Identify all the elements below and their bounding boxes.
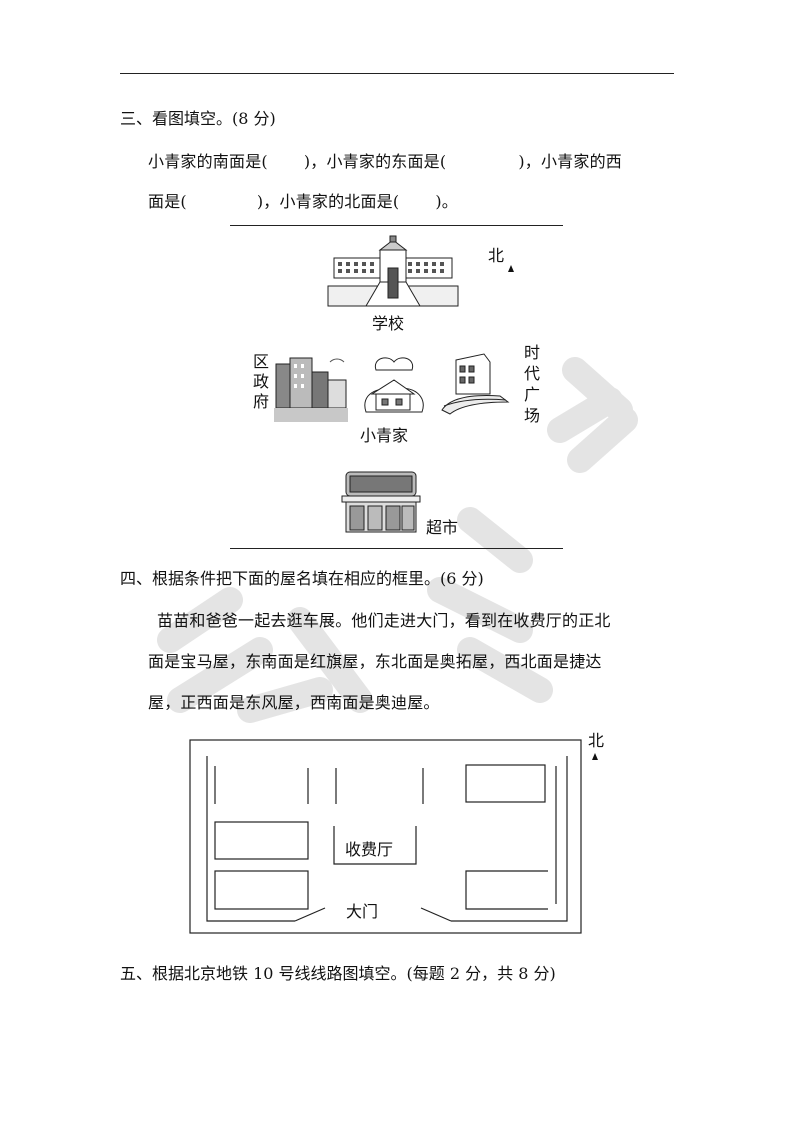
times-square-building-icon xyxy=(441,353,510,415)
section4-text-line2: 面是宝马屋，东南面是红旗屋，东北面是奥拓屋，西北面是捷达 xyxy=(148,652,602,671)
top-rule xyxy=(120,73,674,74)
line1-part3: )，小青家的西 xyxy=(518,152,622,171)
diagram-north-label: 北 xyxy=(588,731,605,750)
north-arrow-icon xyxy=(508,265,514,272)
box-southeast[interactable] xyxy=(465,870,548,910)
box-southwest[interactable] xyxy=(214,870,309,910)
box-west[interactable] xyxy=(214,821,309,860)
line2-part2: )，小青家的北面是( xyxy=(256,192,400,211)
section3-question-line1: 小青家的南面是( )，小青家的东面是( )，小青家的西 xyxy=(148,148,622,172)
section4-text-line1: 苗苗和爸爸一起去逛车展。他们走进大门，看到在收费厅的正北 xyxy=(157,611,611,630)
gate-label: 大门 xyxy=(346,902,379,921)
line1-part1: 小青家的南面是( xyxy=(148,152,268,171)
xiaoqing-house-icon xyxy=(364,357,424,413)
toll-hall-box xyxy=(333,826,417,865)
supermarket-label: 超市 xyxy=(426,518,459,537)
map-bottom-rule xyxy=(230,548,563,549)
section4-heading: 四、根据条件把下面的屋名填在相应的框里。(6 分) xyxy=(120,569,484,588)
section5-heading: 五、根据北京地铁 10 号线线路图填空。(每题 2 分，共 8 分) xyxy=(120,964,556,983)
school-building-icon xyxy=(327,235,459,307)
times-square-label: 时代广场 xyxy=(523,343,540,425)
north-arrow-icon xyxy=(592,753,598,760)
district-gov-label: 区政府 xyxy=(252,352,269,411)
line1-part2: )，小青家的东面是( xyxy=(303,152,447,171)
section4-text-line3: 屋，正西面是东风屋，西南面是奥迪屋。 xyxy=(148,693,440,712)
supermarket-building-icon xyxy=(341,471,421,533)
section3-question-line2: 面是( )，小青家的北面是( )。 xyxy=(148,188,458,212)
box-northeast[interactable] xyxy=(465,764,546,803)
line2-part1: 面是( xyxy=(148,192,187,211)
toll-hall-label: 收费厅 xyxy=(345,840,394,859)
xiaoqing-home-label: 小青家 xyxy=(360,426,409,445)
school-label: 学校 xyxy=(372,314,405,333)
section3-heading: 三、看图填空。(8 分) xyxy=(120,109,276,128)
map-top-rule xyxy=(230,225,563,226)
line2-part3: )。 xyxy=(435,192,458,211)
map-north-label: 北 xyxy=(488,246,505,265)
direction-map: 北 学校 区政府 xyxy=(230,226,563,548)
car-show-diagram xyxy=(189,739,598,934)
district-gov-building-icon xyxy=(274,357,348,422)
